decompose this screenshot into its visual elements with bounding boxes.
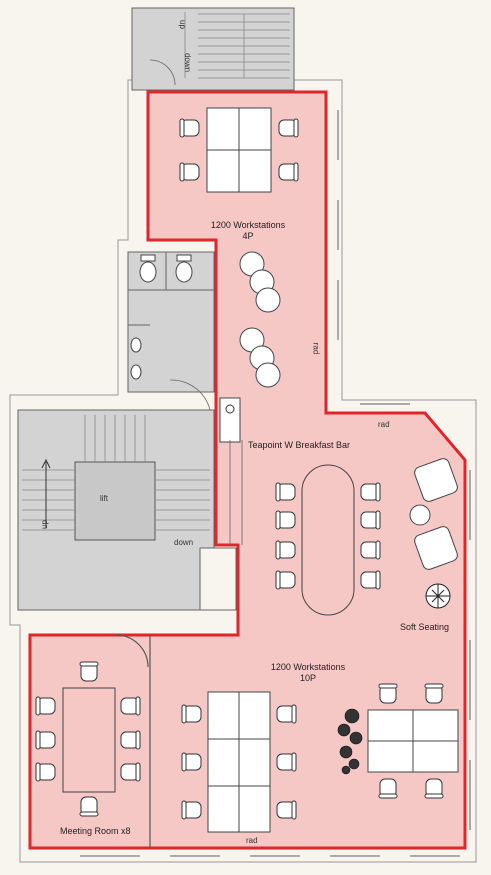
label-down-left: down: [174, 538, 194, 547]
workstation-cluster-top: [179, 107, 299, 193]
bottom-workstations-title: 1200 Workstations: [270, 662, 346, 672]
label-rad-right: rad: [378, 420, 390, 429]
windows: [80, 110, 471, 857]
label-teapoint: Teapoint W Breakfast Bar: [248, 440, 351, 450]
meeting-room-walls: [115, 634, 151, 848]
bottom-workstations-count: 10P: [299, 673, 316, 683]
left-stair-core: [17, 379, 237, 611]
wc-icon: [139, 254, 157, 283]
label-top-workstations: 1200 Workstations 4P: [190, 220, 306, 242]
building-walls: [9, 79, 477, 863]
office-area-top: [28, 90, 467, 850]
top-stair-core: [131, 7, 295, 91]
top-workstations-title: 1200 Workstations: [210, 220, 286, 230]
label-up-left: up: [39, 520, 49, 529]
label-bottom-workstations: 1200 Workstations 10P: [250, 662, 366, 684]
plant-icon: [425, 583, 451, 609]
tree-icon: [337, 708, 363, 775]
wc-icon: [175, 254, 193, 283]
label-lift: lift: [100, 494, 108, 503]
label-up-top: up: [177, 20, 187, 29]
wc-block: [127, 251, 215, 393]
label-soft-seating: Soft Seating: [400, 622, 450, 632]
label-down-top: down: [183, 52, 193, 73]
workstation-cluster-bottom-center: [181, 691, 297, 833]
label-rad-bottom: rad: [246, 836, 258, 845]
breakfast-bar-stools: [239, 251, 281, 388]
meeting-room-table: [35, 661, 141, 817]
top-workstations-count: 4P: [242, 231, 254, 241]
label-rad-top: rad: [311, 342, 321, 355]
soft-seating-area: [409, 458, 458, 570]
sink-icon: [130, 337, 142, 380]
central-table: [275, 464, 381, 616]
workstation-cluster-bottom-right: [367, 683, 459, 799]
label-meeting-room: Meeting Room x8: [60, 826, 131, 836]
teapoint-counter: [219, 397, 243, 545]
